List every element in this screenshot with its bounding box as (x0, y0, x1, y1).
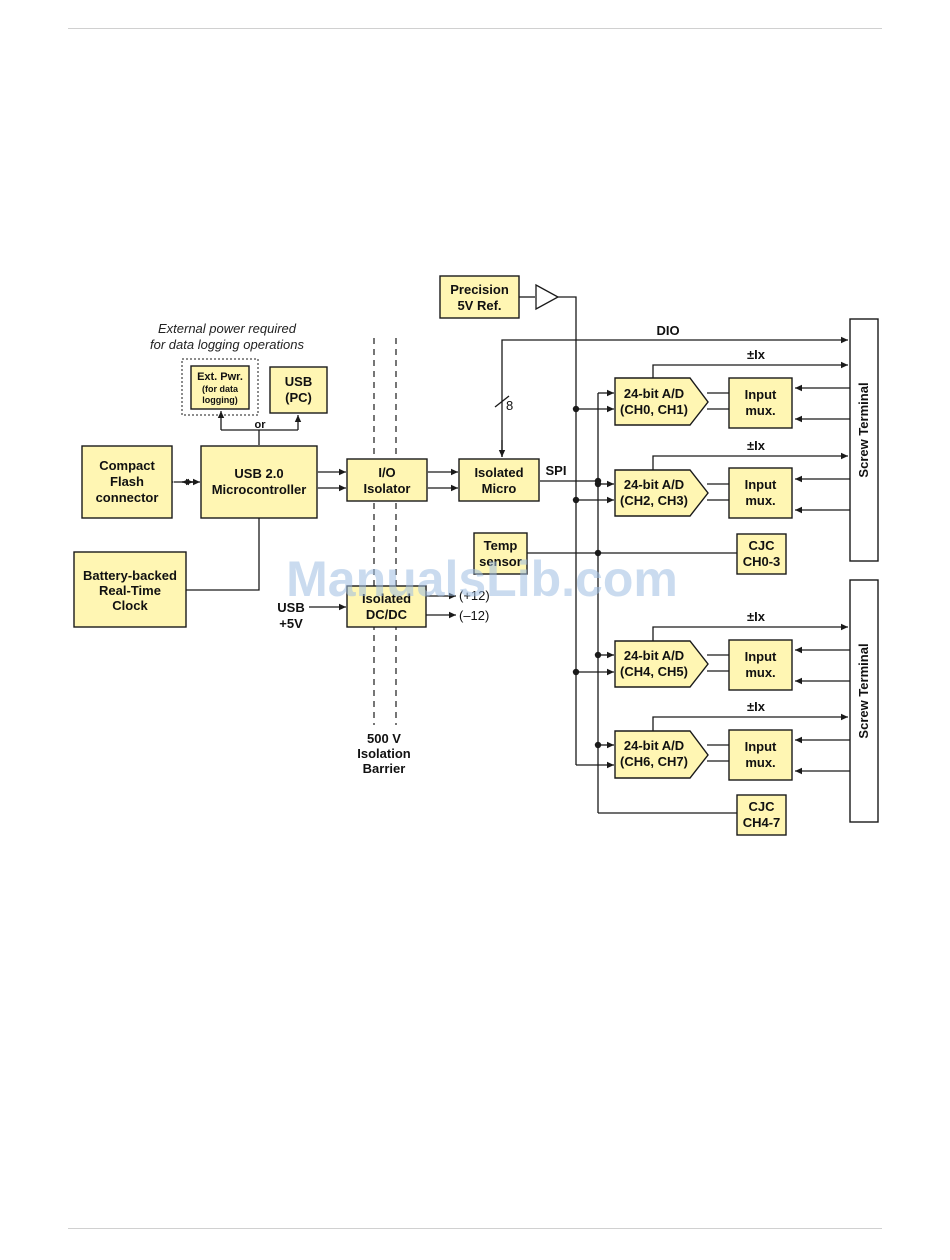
svg-text:USB 2.0: USB 2.0 (234, 466, 283, 481)
dio-label: DIO (656, 323, 679, 338)
battery-rtc-block: Battery-backed Real-Time Clock (73, 551, 187, 628)
svg-text:24-bit A/D: 24-bit A/D (624, 648, 684, 663)
svg-text:5V Ref.: 5V Ref. (457, 298, 501, 313)
svg-text:DC/DC: DC/DC (366, 607, 408, 622)
svg-text:CJC: CJC (748, 799, 775, 814)
screw-terminal-1: Screw Terminal (849, 318, 879, 562)
svg-text:(CH4, CH5): (CH4, CH5) (620, 664, 688, 679)
svg-text:Temp: Temp (484, 538, 518, 553)
svg-text:Isolated: Isolated (474, 465, 523, 480)
adc-ch4-ch5: 24-bit A/D (CH4, CH5) (614, 640, 709, 688)
minus12-label: (–12) (459, 608, 489, 623)
svg-text:(CH6, CH7): (CH6, CH7) (620, 754, 688, 769)
ix-label-3: ±Ix (747, 609, 766, 624)
cjc-ch4-7-block: CJC CH4-7 (736, 794, 787, 836)
svg-text:Ext. Pwr.: Ext. Pwr. (197, 371, 243, 383)
barrier-label-2: Isolation (357, 746, 411, 761)
ext-power-enclosure (181, 358, 259, 416)
adc-ch2-ch3: 24-bit A/D (CH2, CH3) (614, 469, 709, 517)
ix-label-2: ±Ix (747, 438, 766, 453)
ext-power-note-line2: for data logging operations (150, 337, 304, 352)
svg-text:Precision: Precision (450, 282, 509, 297)
input-mux-4: Input mux. (728, 729, 793, 781)
svg-text:24-bit A/D: 24-bit A/D (624, 738, 684, 753)
svg-text:mux.: mux. (745, 403, 775, 418)
usb-pc-block: USB (PC) (269, 366, 328, 414)
bottom-rule (68, 1228, 882, 1229)
isolated-dcdc-block: Isolated DC/DC (346, 585, 427, 628)
svg-text:Clock: Clock (112, 598, 148, 613)
barrier-label-1: 500 V (367, 731, 401, 746)
svg-text:(CH2, CH3): (CH2, CH3) (620, 493, 688, 508)
io-isolator-block: I/O Isolator (346, 458, 428, 502)
ix-label-1: ±Ix (747, 347, 766, 362)
input-mux-3: Input mux. (728, 639, 793, 691)
svg-text:(PC): (PC) (285, 390, 312, 405)
cjc-ch0-3-block: CJC CH0-3 (736, 533, 787, 575)
screw-terminal-2: Screw Terminal (849, 579, 879, 823)
svg-text:Isolator: Isolator (364, 481, 411, 496)
or-label: or (255, 419, 267, 431)
svg-text:mux.: mux. (745, 755, 775, 770)
svg-text:(CH0, CH1): (CH0, CH1) (620, 402, 688, 417)
bus-width-label: 8 (506, 398, 513, 413)
svg-text:Compact: Compact (99, 458, 155, 473)
svg-text:Screw Terminal: Screw Terminal (856, 643, 871, 738)
watermark: ManualsLib.com (286, 551, 678, 607)
usb-5v-label-2: +5V (279, 616, 303, 631)
adc-ch0-ch1: 24-bit A/D (CH0, CH1) (614, 377, 709, 426)
svg-text:Input: Input (745, 477, 777, 492)
svg-text:CH4-7: CH4-7 (743, 815, 781, 830)
plus12-label: (+12) (459, 588, 490, 603)
precision-ref-block: Precision 5V Ref. (439, 275, 520, 319)
svg-text:Screw Terminal: Screw Terminal (856, 382, 871, 477)
top-rule (68, 28, 882, 29)
svg-text:mux.: mux. (745, 665, 775, 680)
svg-text:mux.: mux. (745, 493, 775, 508)
input-mux-2: Input mux. (728, 467, 793, 519)
wiring (167, 283, 850, 814)
adc-ch6-ch7: 24-bit A/D (CH6, CH7) (614, 730, 709, 779)
svg-text:24-bit A/D: 24-bit A/D (624, 386, 684, 401)
compact-flash-block: Compact Flash connector (81, 445, 173, 519)
svg-text:logging): logging) (202, 395, 238, 405)
svg-text:sensor: sensor (479, 554, 522, 569)
input-mux-1: Input mux. (728, 377, 793, 429)
svg-text:Battery-backed: Battery-backed (83, 568, 177, 583)
ext-power-note-line1: External power required (158, 321, 297, 336)
isolated-micro-block: Isolated Micro (458, 458, 540, 502)
svg-text:USB: USB (285, 374, 312, 389)
svg-text:connector: connector (96, 490, 159, 505)
ext-power-block: Ext. Pwr. (for data logging) (190, 365, 250, 410)
svg-text:Input: Input (745, 649, 777, 664)
barrier-label-3: Barrier (363, 761, 406, 776)
svg-text:CH0-3: CH0-3 (743, 554, 781, 569)
usb-5v-label-1: USB (277, 600, 304, 615)
svg-text:(for data: (for data (202, 384, 239, 394)
svg-text:Isolated: Isolated (362, 591, 411, 606)
svg-text:Real-Time: Real-Time (99, 583, 161, 598)
svg-text:I/O: I/O (378, 465, 395, 480)
ix-label-4: ±Ix (747, 699, 766, 714)
svg-text:CJC: CJC (748, 538, 775, 553)
svg-text:Microcontroller: Microcontroller (212, 482, 307, 497)
temp-sensor-block: Temp sensor (473, 532, 528, 575)
svg-text:Input: Input (745, 739, 777, 754)
svg-text:24-bit A/D: 24-bit A/D (624, 477, 684, 492)
svg-text:Input: Input (745, 387, 777, 402)
usb-microcontroller-block: USB 2.0 Microcontroller (200, 445, 318, 519)
svg-text:Flash: Flash (110, 474, 144, 489)
spi-label: SPI (546, 463, 567, 478)
svg-text:Micro: Micro (482, 481, 517, 496)
